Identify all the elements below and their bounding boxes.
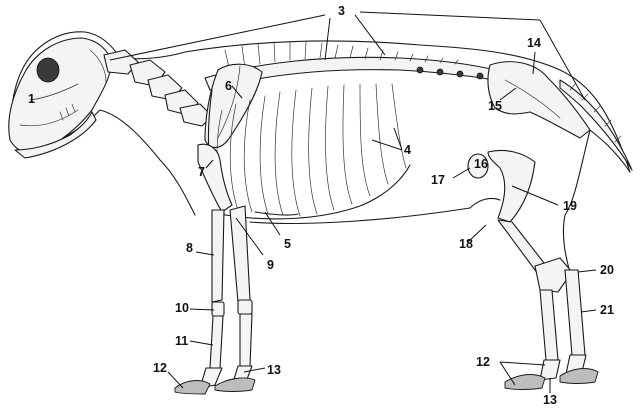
label-19: 19 xyxy=(563,199,577,213)
body-outline xyxy=(11,31,631,281)
label-21: 21 xyxy=(600,303,614,317)
label-16: 16 xyxy=(474,157,488,171)
label-10: 10 xyxy=(175,301,189,315)
label-20: 20 xyxy=(600,263,614,277)
skull xyxy=(8,37,113,159)
label-4: 4 xyxy=(404,143,411,157)
label-7: 7 xyxy=(198,165,205,179)
label-11: 11 xyxy=(175,334,188,348)
label-12-fore: 12 xyxy=(153,361,167,375)
label-13-fore: 13 xyxy=(267,363,281,377)
label-6: 6 xyxy=(225,79,232,93)
label-18: 18 xyxy=(459,237,473,251)
hindlimb xyxy=(467,61,599,390)
label-12-hind: 12 xyxy=(476,355,490,369)
label-9: 9 xyxy=(267,258,274,272)
cervical-vertebrae xyxy=(103,49,213,127)
label-1: 1 xyxy=(28,92,35,106)
label-5: 5 xyxy=(284,237,291,251)
label-14: 14 xyxy=(527,36,541,50)
leader-lines xyxy=(109,11,597,393)
scapula xyxy=(204,63,263,149)
label-3: 3 xyxy=(338,4,345,18)
labels: 1 3 4 5 6 7 8 9 10 11 12 13 14 15 16 17 … xyxy=(28,4,614,407)
label-17: 17 xyxy=(431,173,445,187)
forelimb xyxy=(174,143,256,395)
label-8: 8 xyxy=(186,241,193,255)
label-13-hind: 13 xyxy=(543,393,557,407)
label-15: 15 xyxy=(488,99,502,113)
